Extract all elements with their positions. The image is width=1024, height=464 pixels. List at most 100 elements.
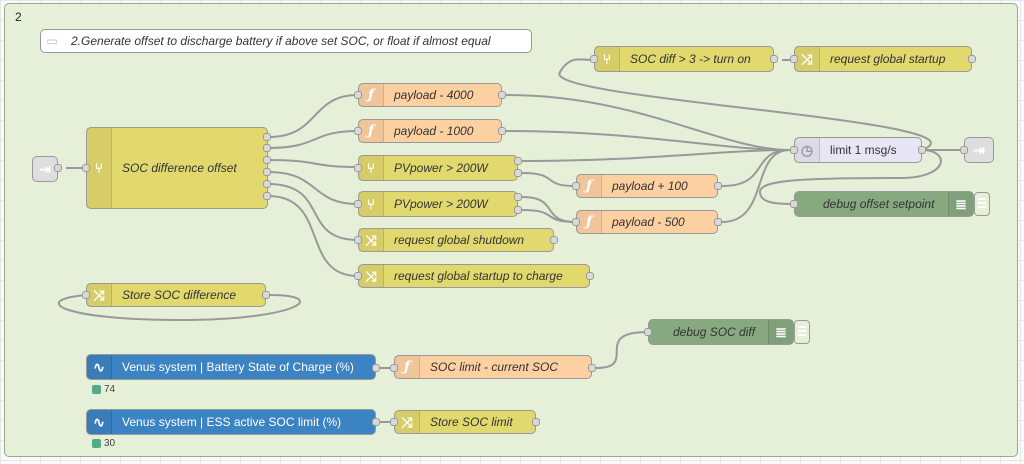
input-port[interactable] [354,91,362,99]
output-port[interactable] [263,144,271,152]
output-port[interactable] [263,180,271,188]
input-port[interactable] [390,364,398,372]
output-port[interactable] [498,127,506,135]
node-label: limit 1 msg/s [830,143,897,157]
output-port[interactable] [263,133,271,141]
victron-icon: ∿ [87,355,112,379]
change-node-request-global-shutdown[interactable]: ⤨ request global shutdown [358,228,554,252]
node-status: 74 [92,384,115,395]
input-port[interactable] [354,236,362,244]
flow-comment[interactable]: ▭ 2.Generate offset to discharge battery… [40,29,532,53]
switch-node-pvpower-2[interactable]: ⑂ PVpower > 200W [358,191,518,217]
change-node-request-global-startup-to-charge[interactable]: ⤨ request global startup to charge [358,264,590,288]
debug-toggle-button[interactable] [794,320,810,344]
input-port[interactable] [354,200,362,208]
input-port[interactable] [790,55,798,63]
function-node-payload-4000[interactable]: ƒ payload - 4000 [358,83,502,107]
change-node-store-soc-difference[interactable]: ⤨ Store SOC difference [86,283,266,307]
debug-node-offset-setpoint[interactable]: debug offset setpoint ≣ [794,191,974,217]
output-port[interactable] [770,55,778,63]
switch-icon: ⑂ [359,192,384,216]
output-port[interactable] [514,193,522,201]
link-icon: ⇥ [973,141,985,158]
output-port[interactable] [588,364,596,372]
status-value: 74 [104,384,116,395]
output-port[interactable] [263,168,271,176]
input-port[interactable] [790,200,798,208]
change-icon: ⤨ [87,284,112,306]
node-label: Venus system | Battery State of Charge (… [122,360,354,374]
node-label: payload - 1000 [394,124,474,138]
delay-node-limit[interactable]: ◷ limit 1 msg/s [794,137,922,163]
output-port[interactable] [514,169,522,177]
change-icon: ⤨ [359,265,384,287]
output-port[interactable] [263,192,271,200]
status-dot-icon [92,385,101,394]
debug-icon: ≣ [948,192,973,216]
output-port[interactable] [714,218,722,226]
node-label: SOC diff > 3 -> turn on [630,52,751,66]
output-port[interactable] [262,291,270,299]
input-port[interactable] [960,146,968,154]
input-port[interactable] [354,272,362,280]
switch-icon: ⑂ [87,128,112,208]
node-label: debug offset setpoint [823,197,935,211]
input-port[interactable] [572,182,580,190]
output-port[interactable] [714,182,722,190]
change-icon: ⤨ [395,411,420,433]
output-port[interactable] [514,206,522,214]
function-icon: ƒ [395,356,420,378]
comment-icon: ▭ [46,34,58,48]
node-label: Venus system | ESS active SOC limit (%) [122,415,342,429]
victron-node-battery-soc[interactable]: ∿ Venus system | Battery State of Charge… [86,354,376,380]
switch-node-soc-difference-offset[interactable]: ⑂ SOC difference offset [86,127,268,209]
switch-node-soc-diff-3[interactable]: ⑂ SOC diff > 3 -> turn on [594,46,774,72]
change-node-store-soc-limit[interactable]: ⤨ Store SOC limit [394,410,536,434]
debug-node-soc-diff[interactable]: debug SOC diff ≣ [648,319,794,345]
output-port[interactable] [918,146,926,154]
output-port[interactable] [372,364,380,372]
function-node-payload-plus-100[interactable]: ƒ payload + 100 [576,174,718,198]
group-label: 2 [15,10,22,24]
node-label: Store SOC limit [430,415,513,429]
node-label: request global shutdown [394,233,525,247]
node-label: SOC limit - current SOC [430,360,559,374]
output-port[interactable] [968,55,976,63]
function-icon: ƒ [359,120,384,142]
debug-toggle-button[interactable] [974,192,990,216]
input-port[interactable] [82,291,90,299]
node-status: 30 [92,438,115,449]
node-label: payload - 500 [612,215,685,229]
function-node-soc-limit-current-soc[interactable]: ƒ SOC limit - current SOC [394,355,592,379]
change-node-request-global-startup[interactable]: ⤨ request global startup [794,46,972,72]
victron-icon: ∿ [87,410,112,434]
node-label: PVpower > 200W [394,161,488,175]
input-port[interactable] [354,164,362,172]
function-node-payload-1000[interactable]: ƒ payload - 1000 [358,119,502,143]
switch-node-pvpower-1[interactable]: ⑂ PVpower > 200W [358,155,518,181]
output-port[interactable] [550,236,558,244]
output-port[interactable] [514,157,522,165]
input-port[interactable] [590,55,598,63]
output-port[interactable] [532,418,540,426]
input-port[interactable] [572,218,580,226]
function-node-payload-500[interactable]: ƒ payload - 500 [576,210,718,234]
input-port[interactable] [390,418,398,426]
node-label: payload - 4000 [394,88,474,102]
switch-icon: ⑂ [359,156,384,180]
input-port[interactable] [82,164,90,172]
output-port[interactable] [498,91,506,99]
output-port[interactable] [586,272,594,280]
link-icon: ⇥ [39,160,51,177]
output-port[interactable] [263,156,271,164]
function-icon: ƒ [359,84,384,106]
victron-node-ess-soc-limit[interactable]: ∿ Venus system | ESS active SOC limit (%… [86,409,376,435]
output-port[interactable] [372,418,380,426]
input-port[interactable] [644,328,652,336]
output-port[interactable] [54,164,62,172]
link-out-node[interactable]: ⇥ [964,137,994,163]
input-port[interactable] [354,127,362,135]
input-port[interactable] [790,146,798,154]
node-label: request global startup [830,52,946,66]
